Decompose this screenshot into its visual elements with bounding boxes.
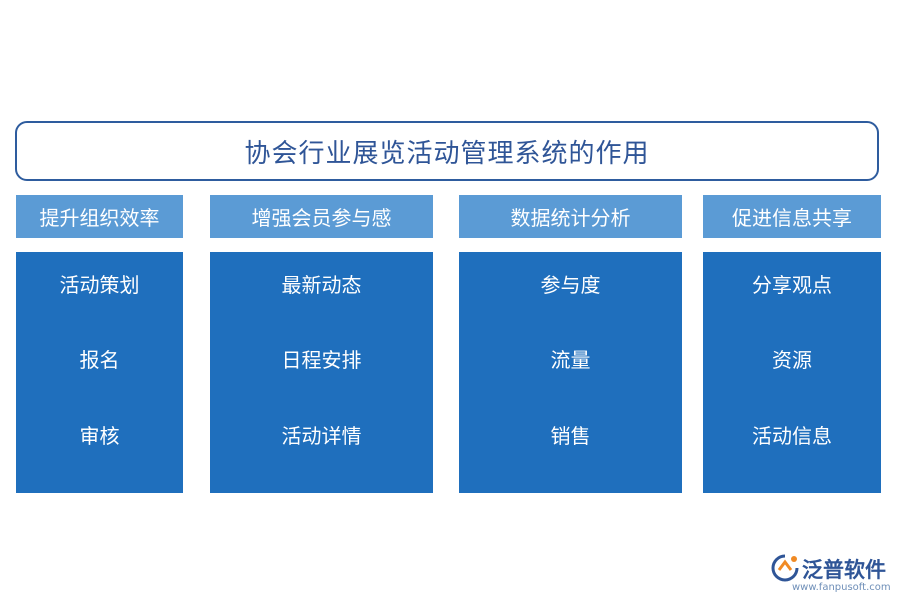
fanpu-logo-icon [771, 554, 799, 582]
column-item: 参与度 [540, 273, 601, 297]
column-body-4: 分享观点 资源 活动信息 [703, 252, 881, 493]
column-item: 审核 [79, 424, 120, 448]
brand-logo: 泛普软件 www.fanpusoft.com [770, 553, 895, 597]
column-item: 活动详情 [281, 424, 362, 448]
column-item: 报名 [79, 348, 120, 372]
column-item: 活动信息 [752, 424, 832, 448]
column-item: 销售 [550, 424, 591, 448]
column-header-1: 提升组织效率 [16, 195, 183, 238]
column-header-2: 增强会员参与感 [210, 195, 433, 238]
title-box: 协会行业展览活动管理系统的作用 [15, 121, 879, 181]
column-header-3: 数据统计分析 [459, 195, 682, 238]
column-item: 流量 [550, 348, 591, 372]
column-body-2: 最新动态 日程安排 活动详情 [210, 252, 433, 493]
column-item: 日程安排 [281, 348, 362, 372]
diagram-title: 协会行业展览活动管理系统的作用 [244, 138, 650, 169]
column-body-1: 活动策划 报名 审核 [16, 252, 183, 493]
column-item: 资源 [772, 348, 812, 372]
column-item: 分享观点 [752, 273, 832, 297]
brand-name: 泛普软件 [802, 558, 886, 582]
brand-url: www.fanpusoft.com [792, 582, 891, 593]
column-item: 最新动态 [281, 273, 362, 297]
column-header-4: 促进信息共享 [703, 195, 881, 238]
column-item: 活动策划 [59, 273, 140, 297]
column-body-3: 参与度 流量 销售 [459, 252, 682, 493]
